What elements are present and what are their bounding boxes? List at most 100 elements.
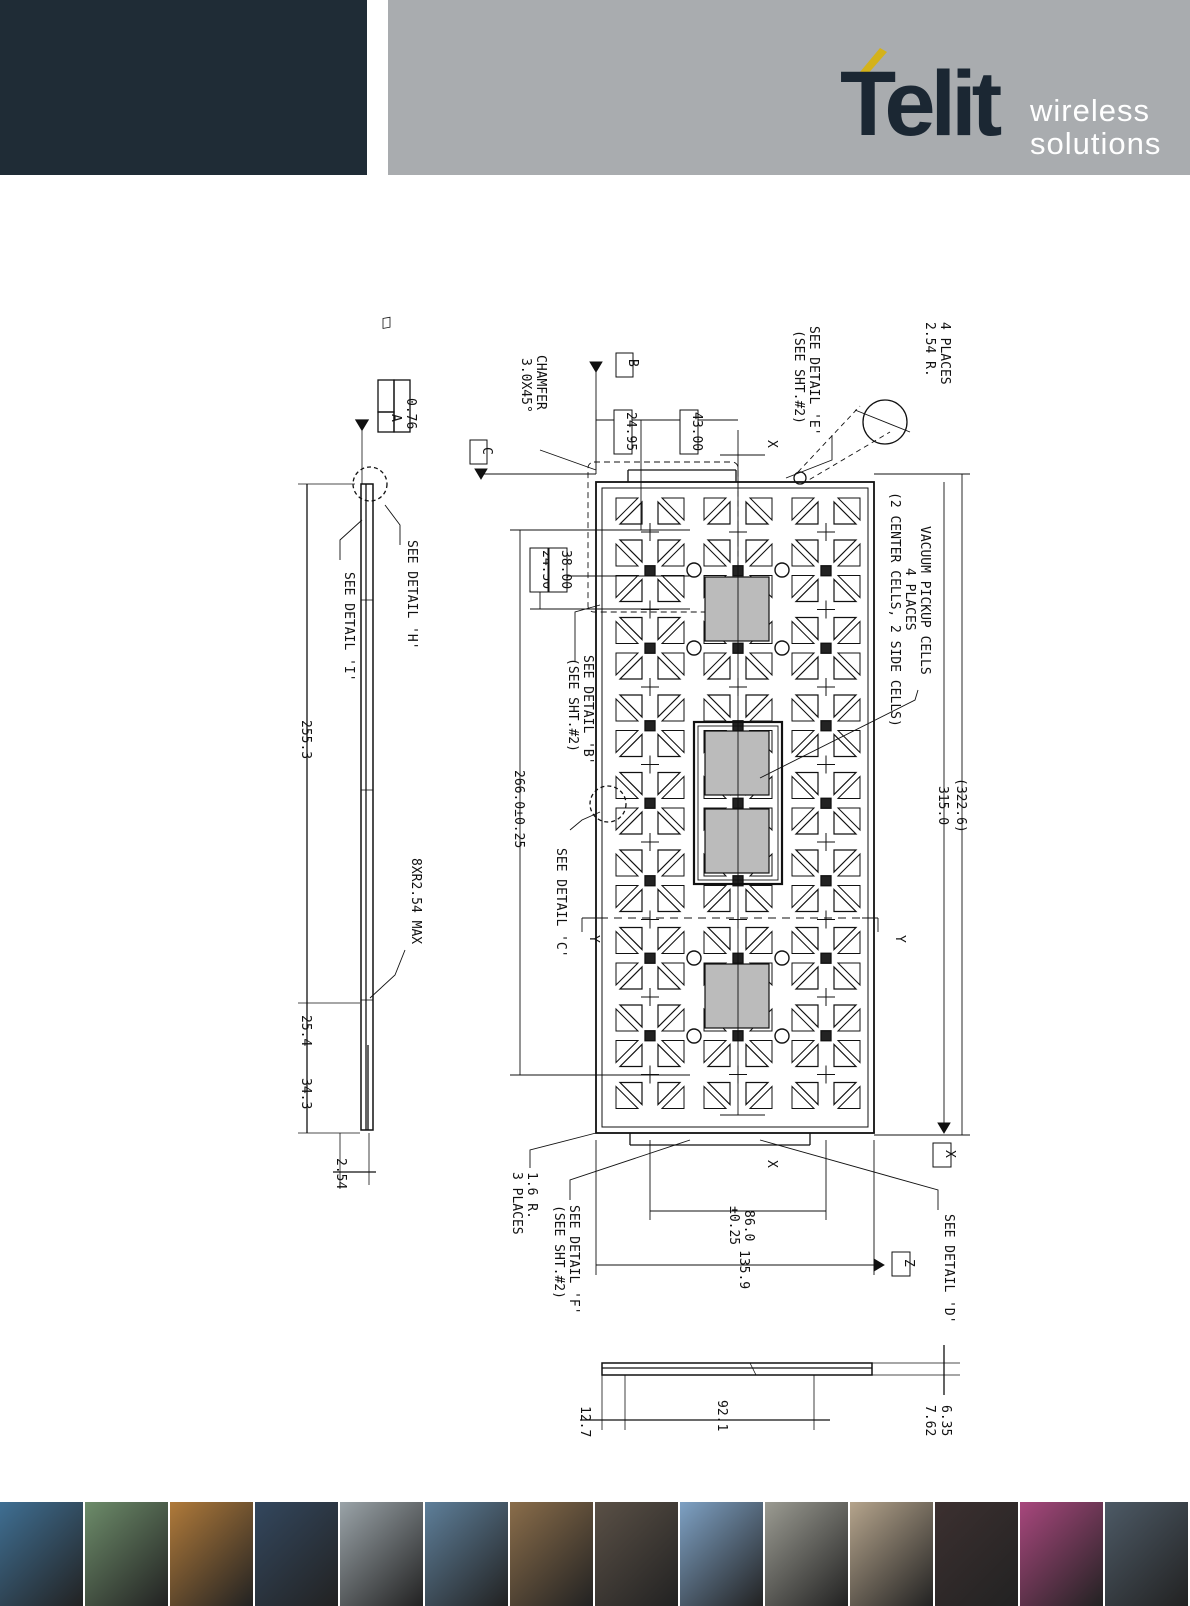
callout-max-radius: 8XR2.54 MAX: [408, 858, 423, 944]
dim-38-00: 38.00: [558, 550, 573, 589]
pocket-cell: [615, 797, 685, 877]
end-view: [580, 1345, 960, 1430]
section-mark-y-left: Y: [586, 935, 601, 943]
header-dark-panel: [0, 0, 367, 175]
locator-hole: [774, 562, 790, 578]
brand-tagline: wireless solutions: [1030, 94, 1161, 160]
brand-logo-text: Telit: [840, 53, 1002, 155]
vacuum-note-2: 4 PLACES: [902, 568, 917, 631]
pocket-cell: [791, 797, 861, 877]
photo-strip: [0, 1502, 1190, 1606]
vacuum-note-3: (2 CENTER CELLS, 2 SIDE CELLS): [887, 492, 902, 727]
locator-hole: [686, 640, 702, 656]
section-mark-y-right: Y: [892, 935, 907, 943]
pocket-cell: [615, 1030, 685, 1109]
datum-x: X: [942, 1150, 957, 1158]
photo-tile: [425, 1502, 510, 1606]
pocket-cell: [791, 875, 861, 954]
dim-135-9: 135.9: [736, 1250, 751, 1289]
datum-z: Z: [901, 1259, 916, 1267]
note-radius-2: 4 PLACES: [937, 322, 952, 385]
datum-a: A: [388, 414, 403, 422]
note-chamfer-1: CHAMFER: [533, 355, 548, 410]
dim-86-tol: ±0.25: [726, 1206, 741, 1245]
flatness-tolerance: 0.76: [403, 398, 418, 429]
datum-b: B: [625, 359, 640, 367]
vacuum-cell-4: [704, 963, 770, 1029]
note-detail-e-1: SEE DETAIL 'E': [806, 326, 821, 436]
tagline-line-2: solutions: [1030, 126, 1162, 161]
photo-tile: [510, 1502, 595, 1606]
dim-266: 266.0±0.25: [511, 770, 526, 848]
note-radius-1: 2.54 R.: [922, 322, 937, 377]
locator-hole: [774, 950, 790, 966]
dim-12-7: 12.7: [577, 1406, 592, 1437]
pocket-cell: [791, 642, 861, 722]
pocket-cell: [791, 1030, 861, 1109]
side-view: [298, 316, 411, 1185]
datum-c: C: [479, 447, 494, 455]
pocket-cell: [791, 497, 861, 567]
photo-tile: [680, 1502, 765, 1606]
photo-tile: [255, 1502, 340, 1606]
dim-315-0: 315.0: [935, 786, 950, 825]
dim-6-35: 6.35: [938, 1405, 953, 1436]
callout-detail-h: SEE DETAIL 'H': [404, 540, 419, 650]
dim-255-3: 255.3: [298, 720, 313, 759]
pocket-cell: [615, 952, 685, 1032]
photo-tile: [935, 1502, 1020, 1606]
vacuum-cell-1: [704, 576, 770, 642]
locator-hole: [686, 562, 702, 578]
pocket-cell: [791, 565, 861, 644]
pocket-cell: [615, 875, 685, 954]
dim-92-1: 92.1: [714, 1400, 729, 1431]
header-grey-panel: [388, 0, 1190, 175]
photo-tile: [595, 1502, 680, 1606]
photo-tile: [340, 1502, 425, 1606]
section-mark-x-bottom: X: [764, 1160, 779, 1168]
callout-detail-i: SEE DETAIL 'I': [341, 572, 356, 682]
callout-detail-c: SEE DETAIL 'C': [553, 848, 568, 958]
pocket-cell: [615, 565, 685, 644]
dim-25-4: 25.4: [298, 1015, 313, 1046]
pocket-cell: [615, 642, 685, 722]
dim-43-00: 43.00: [689, 412, 704, 451]
pocket-cell: [703, 497, 773, 567]
callout-detail-d: SEE DETAIL 'D': [941, 1214, 956, 1324]
photo-tile: [85, 1502, 170, 1606]
callout-radius-1-6-2: 3 PLACES: [509, 1172, 524, 1235]
photo-tile: [1020, 1502, 1105, 1606]
callout-detail-f-2: (SEE SHT.#2): [551, 1205, 566, 1299]
drawing-labels: 2.54 R. 4 PLACES SEE DETAIL 'E' (SEE SHT…: [298, 322, 968, 1437]
photo-tile: [850, 1502, 935, 1606]
callout-radius-1-6-1: 1.6 R.: [524, 1172, 539, 1219]
pocket-cell: [615, 497, 685, 567]
photo-tile: [0, 1502, 85, 1606]
tray-plan-view: [587, 399, 911, 1146]
locator-hole: [774, 640, 790, 656]
tagline-line-1: wireless: [1030, 93, 1150, 128]
plan-dimension-lines: [474, 361, 970, 1275]
note-chamfer-2: 3.0X45°: [518, 358, 533, 413]
callout-detail-b-2: (SEE SHT.#2): [565, 658, 580, 752]
locator-hole: [774, 1028, 790, 1044]
locator-hole: [686, 1028, 702, 1044]
vacuum-note-1: VACUUM PICKUP CELLS: [917, 526, 932, 675]
callout-detail-b-1: SEE DETAIL 'B': [580, 655, 595, 765]
dim-7-62: 7.62: [922, 1405, 937, 1436]
logo-accent-mark: [860, 48, 887, 76]
photo-tile: [170, 1502, 255, 1606]
photo-tile: [765, 1502, 850, 1606]
dim-24-95: 24.95: [623, 412, 638, 451]
tray-technical-drawing: 2.54 R. 4 PLACES SEE DETAIL 'E' (SEE SHT…: [298, 316, 970, 1437]
pocket-cell: [703, 1030, 773, 1109]
pocket-cell: [615, 720, 685, 799]
dim-2-54: 2.54: [333, 1158, 348, 1189]
locator-hole: [686, 950, 702, 966]
note-detail-e-2: (SEE SHT.#2): [791, 330, 806, 424]
callout-detail-f-1: SEE DETAIL 'F': [566, 1205, 581, 1315]
vacuum-cell-3: [704, 808, 770, 874]
vacuum-cell-2: [704, 730, 770, 796]
section-mark-x-top: X: [764, 440, 779, 448]
dim-322-6: (322.6): [953, 778, 968, 833]
